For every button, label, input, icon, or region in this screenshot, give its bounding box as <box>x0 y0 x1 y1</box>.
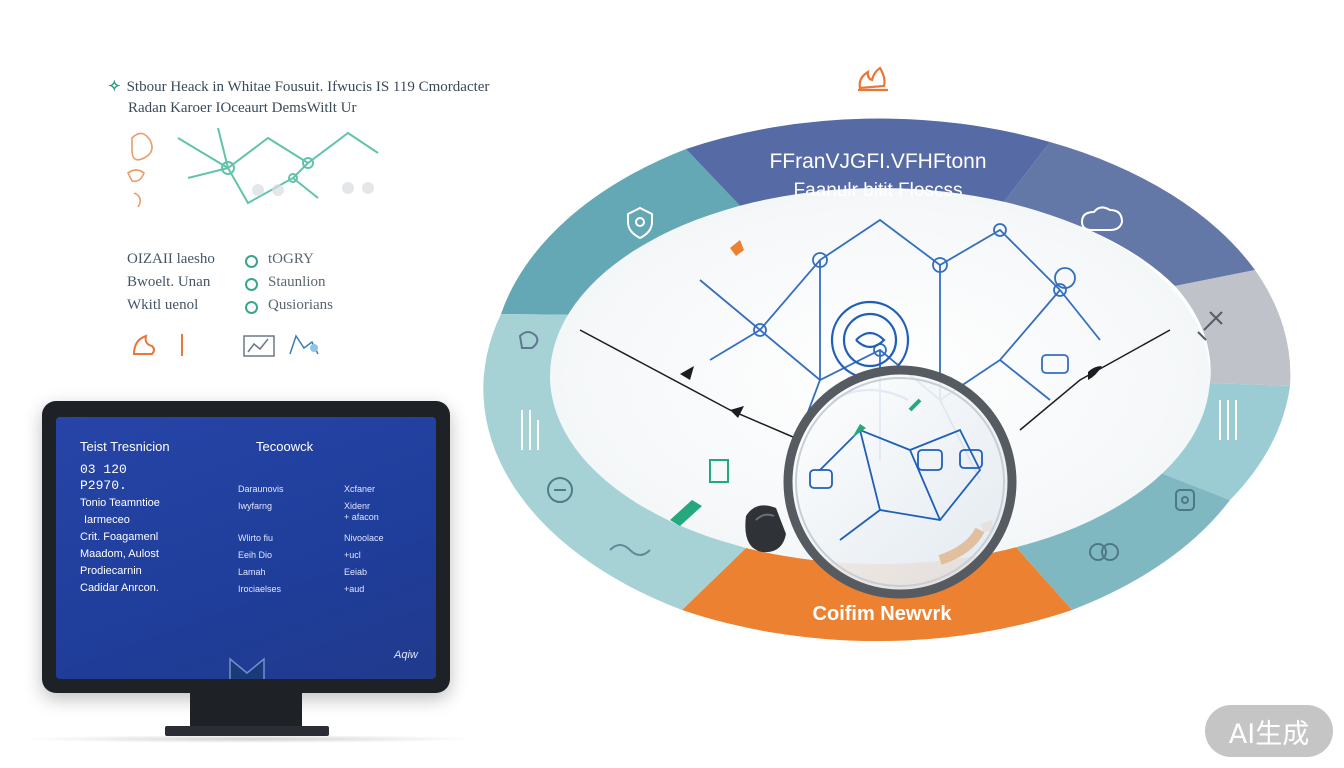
screen-right-row: Nivoolace <box>344 533 384 543</box>
segment-left-teal <box>483 314 746 610</box>
screen-left-row: Tonio Teamntioe <box>80 497 160 509</box>
legend-bullet-3 <box>245 301 258 314</box>
segment-right-teal <box>1153 383 1290 500</box>
ring-diagram: FFranVJGFI.VFHFtonn Faanulr bitit Floscs… <box>483 118 1291 642</box>
screen-title-left: Teist Tresnicion <box>80 439 170 454</box>
legend-bullet-1 <box>245 255 258 268</box>
legend-bullet-2 <box>245 278 258 291</box>
screen-code-1: 03 120 <box>80 462 127 477</box>
screen-mid-row: Eeih Dio <box>238 550 273 560</box>
legend-value-1: tOGRY <box>268 251 314 267</box>
segment-right-gray <box>1175 270 1291 386</box>
screen-right-row: +ucl <box>344 550 361 560</box>
top-segment-subtitle: Faanulr bitit Floscss <box>794 180 963 201</box>
screen-right-row: +aud <box>344 584 365 594</box>
network-icon <box>289 334 319 355</box>
chip-icon <box>518 331 539 349</box>
fire-icon <box>132 334 155 355</box>
screen-left-row: Crit. Foagamenl <box>80 531 159 543</box>
magnifier-icon <box>745 365 1017 599</box>
notes-icon-row <box>132 334 319 357</box>
screen-mid-row: Daraunovis <box>238 484 284 494</box>
top-segment-title: FFranVJGFI.VFHFtonn <box>769 150 986 173</box>
screen-right-row: Eeiab <box>344 567 368 577</box>
screen-right-row: + afacon <box>344 512 379 522</box>
teal-device-icon <box>670 459 729 526</box>
wave-icon <box>609 544 651 556</box>
text-vertical-icon <box>1219 400 1237 440</box>
link-icon <box>1089 543 1119 561</box>
badge-icon <box>1175 489 1195 511</box>
pointer-heads <box>680 366 1102 418</box>
screen-mid-row: Iwyfarng <box>238 501 273 511</box>
legend-value-2: Staunlion <box>268 274 326 290</box>
screen-logo-icon <box>229 657 265 679</box>
screen-code-2: P2970. <box>80 478 127 493</box>
sensor-icon <box>521 410 539 450</box>
cup-icon <box>547 477 573 503</box>
screen-mid-row: Wlirto fiu <box>238 533 274 543</box>
monitor-shadow <box>20 735 480 743</box>
sparkle-icon: ✧ <box>108 79 121 95</box>
screen-left-row: Prodiecarnin <box>80 565 142 577</box>
legend-label-2: Bwoelt. Unan <box>127 274 211 290</box>
flame-icon <box>858 66 888 92</box>
shield-icon <box>627 206 653 240</box>
legend-value-3: Qusiorians <box>268 297 333 313</box>
chart-icon <box>243 335 275 357</box>
legend-label-3: Wkitl uenol <box>127 297 199 313</box>
screen-mid-row: Lamah <box>238 567 266 577</box>
tool-icon <box>1197 311 1223 341</box>
segment-top <box>686 118 1050 211</box>
monitor-bezel: Teist Tresnicion Tecoowck 03 120 P2970. … <box>42 401 450 693</box>
screen-signature: Aqiw <box>394 649 418 661</box>
screen-left-row: Cadidar Anrcon. <box>80 582 159 594</box>
screen-mid-row: Irociaelses <box>238 584 282 594</box>
monitor-stand-neck <box>190 693 302 729</box>
monitor-stand-foot <box>165 726 329 736</box>
cloud-icon <box>1080 206 1124 231</box>
legend-label-1: OIZAII laesho <box>127 251 215 267</box>
screen-right-row: Xidenr <box>344 501 371 511</box>
screen-left-row: Iarmeceo <box>84 514 130 526</box>
ai-generated-badge: AI生成 <box>1205 705 1333 757</box>
screen-title-right: Tecoowck <box>256 439 314 454</box>
screen-left-row: Maadom, Aulost <box>80 548 159 560</box>
screen-right-row: Xcfaner <box>344 484 376 494</box>
notes-line-1: ✧Stbour Heack in Whitae Fousuit. Ifwucis… <box>108 79 490 95</box>
ring-icons <box>518 206 1237 561</box>
bottom-segment-label: Coifim Newvrk <box>813 603 953 625</box>
segment-upper-left <box>501 149 745 315</box>
sketch-illustration <box>126 127 379 208</box>
monitor-screen: Teist Tresnicion Tecoowck 03 120 P2970. … <box>56 417 436 679</box>
notes-line-2: Radan Karoer IOceaurt DemsWitlt Ur <box>128 100 357 116</box>
segment-top-right <box>1003 142 1255 286</box>
